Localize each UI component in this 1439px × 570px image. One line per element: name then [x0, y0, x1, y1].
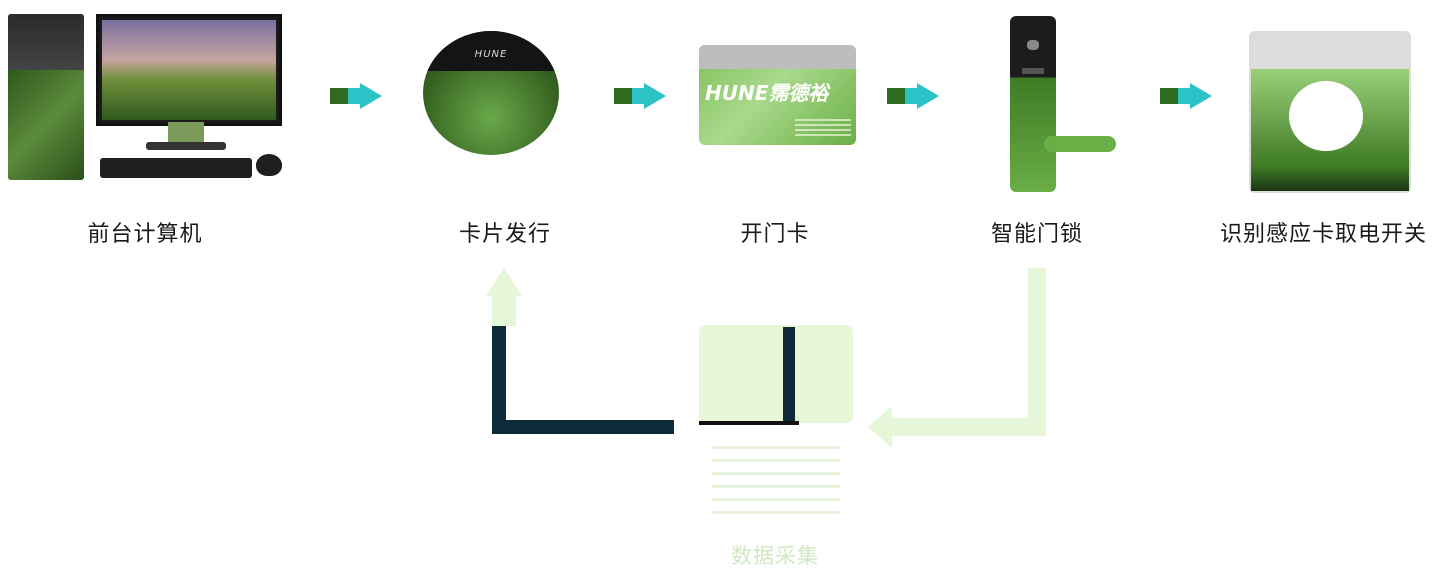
computer-tower: [8, 14, 84, 180]
label-door-card: 开门卡: [740, 222, 810, 247]
label-front-desk-computer: 前台计算机: [87, 222, 203, 247]
energy-saving-switch: [1249, 31, 1411, 193]
monitor-stand: [168, 122, 204, 144]
keyboard: [100, 158, 252, 178]
label-smart-lock: 智能门锁: [990, 222, 1083, 247]
data-collector-printout: [712, 436, 840, 522]
data-collector-device: [699, 325, 853, 425]
flow-arrow-3: [887, 83, 939, 109]
flow-arrow-1: [330, 83, 382, 109]
card-logo: HUNE霈德裕: [705, 81, 829, 105]
door-lock-plate: [1010, 16, 1056, 192]
monitor-base: [146, 142, 226, 150]
door-key-card: HUNE霈德裕: [699, 45, 856, 145]
label-energy-switch: 识别感应卡取电开关: [1220, 222, 1428, 247]
flow-arrow-2: [614, 83, 666, 109]
label-card-issuing: 卡片发行: [458, 222, 551, 247]
lock-to-collector-arrow: [868, 268, 1046, 448]
door-lock-handle: [1044, 136, 1116, 152]
card-reader-device: HUNE: [423, 31, 559, 155]
flow-arrow-4: [1160, 83, 1212, 109]
label-data-collection: 数据采集: [731, 544, 819, 568]
mouse: [256, 154, 282, 176]
collector-to-issuing-arrow: [486, 268, 674, 434]
computer-monitor: [96, 14, 282, 126]
reader-brand: HUNE: [474, 49, 508, 60]
